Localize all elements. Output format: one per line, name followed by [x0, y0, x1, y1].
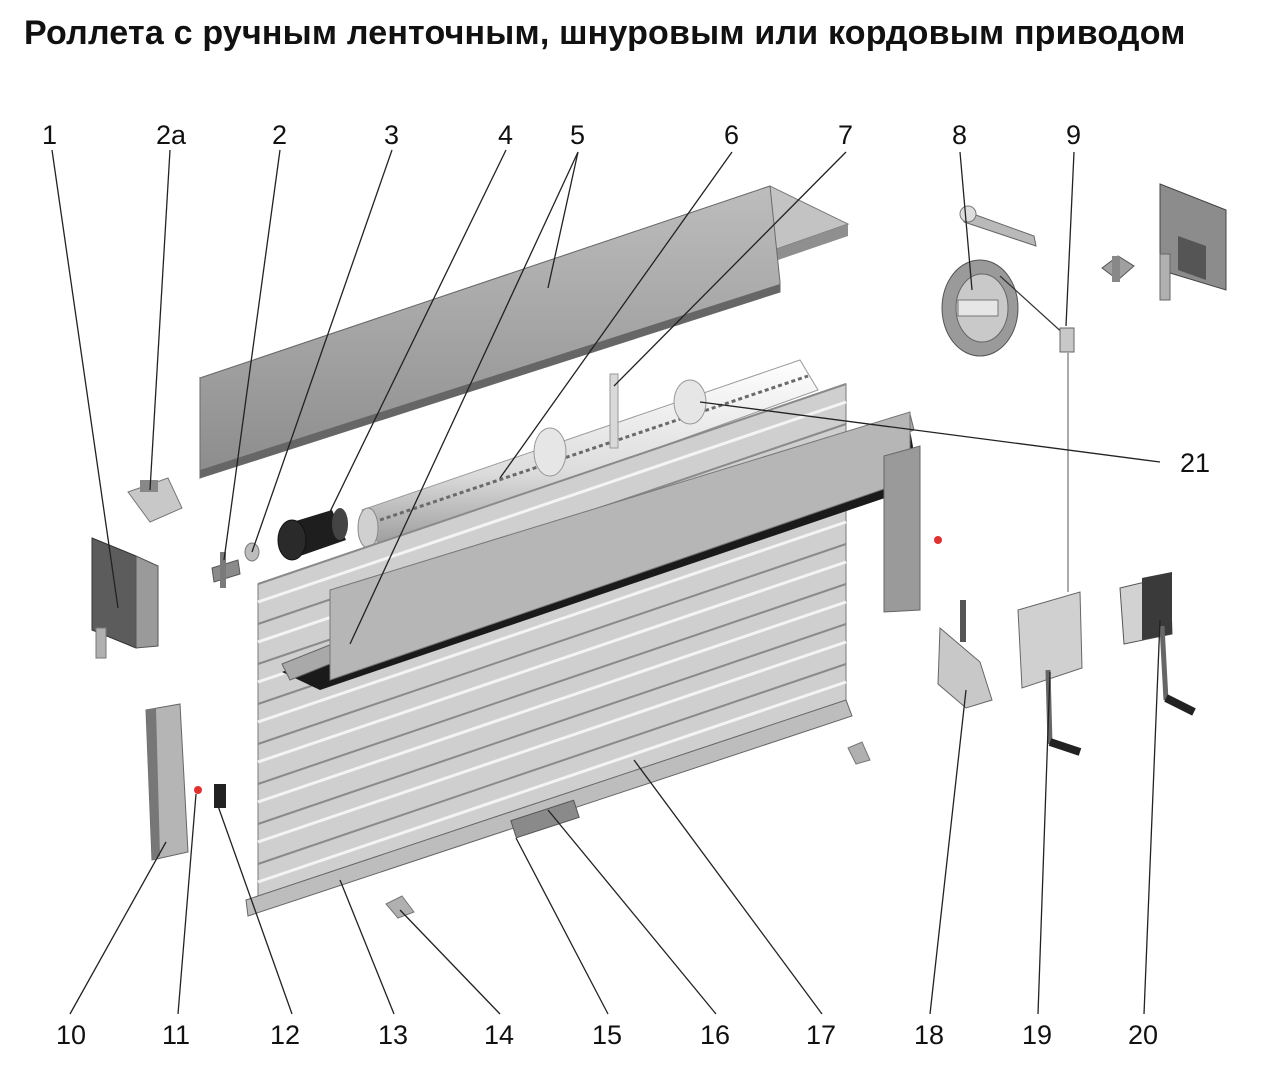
cord-winder — [937, 600, 993, 709]
spring-motor — [1119, 572, 1196, 716]
end-stopper-right — [847, 741, 871, 765]
label-3: 3 — [384, 120, 399, 150]
label-18: 18 — [914, 1020, 944, 1050]
red-plug-left — [194, 786, 202, 794]
belt-guide — [1059, 327, 1075, 592]
bearing-clip — [127, 477, 183, 523]
cross-clip — [1101, 255, 1135, 282]
label-16: 16 — [700, 1020, 730, 1050]
label-11: 11 — [162, 1020, 190, 1050]
crank-gear — [1017, 591, 1083, 756]
pulley-bracket — [959, 205, 1037, 247]
front-panel — [281, 411, 921, 690]
number-labels: 1 2a 2 3 4 5 6 7 8 9 21 10 11 12 13 14 1… — [42, 120, 1210, 1050]
label-8: 8 — [952, 120, 967, 150]
label-6: 6 — [724, 120, 739, 150]
small-bracket — [211, 552, 241, 588]
brush-insert — [214, 784, 226, 808]
guide-rail — [145, 703, 189, 861]
label-4: 4 — [498, 120, 513, 150]
label-7: 7 — [838, 120, 853, 150]
label-13: 13 — [378, 1020, 408, 1050]
label-2a: 2a — [156, 120, 187, 150]
label-21: 21 — [1180, 448, 1210, 478]
belt-pulley — [941, 259, 1067, 357]
label-20: 20 — [1128, 1020, 1158, 1050]
end-stopper-14 — [385, 895, 415, 919]
leader-lines — [51, 149, 1161, 1015]
label-1: 1 — [42, 120, 57, 150]
label-5: 5 — [570, 120, 585, 150]
end-cap — [277, 508, 348, 561]
diagram-title: Роллета с ручным ленточным, шнуровым или… — [24, 14, 1186, 52]
label-17: 17 — [806, 1020, 836, 1050]
label-9: 9 — [1066, 120, 1081, 150]
label-14: 14 — [484, 1020, 514, 1050]
red-plug-right — [934, 536, 942, 544]
label-15: 15 — [592, 1020, 622, 1050]
label-19: 19 — [1022, 1020, 1052, 1050]
label-2: 2 — [272, 120, 287, 150]
label-10: 10 — [56, 1020, 86, 1050]
roller-tube — [357, 359, 819, 549]
wall-bracket — [1159, 183, 1227, 301]
side-plate — [91, 537, 159, 659]
box-cover — [198, 185, 850, 479]
label-12: 12 — [270, 1020, 300, 1050]
